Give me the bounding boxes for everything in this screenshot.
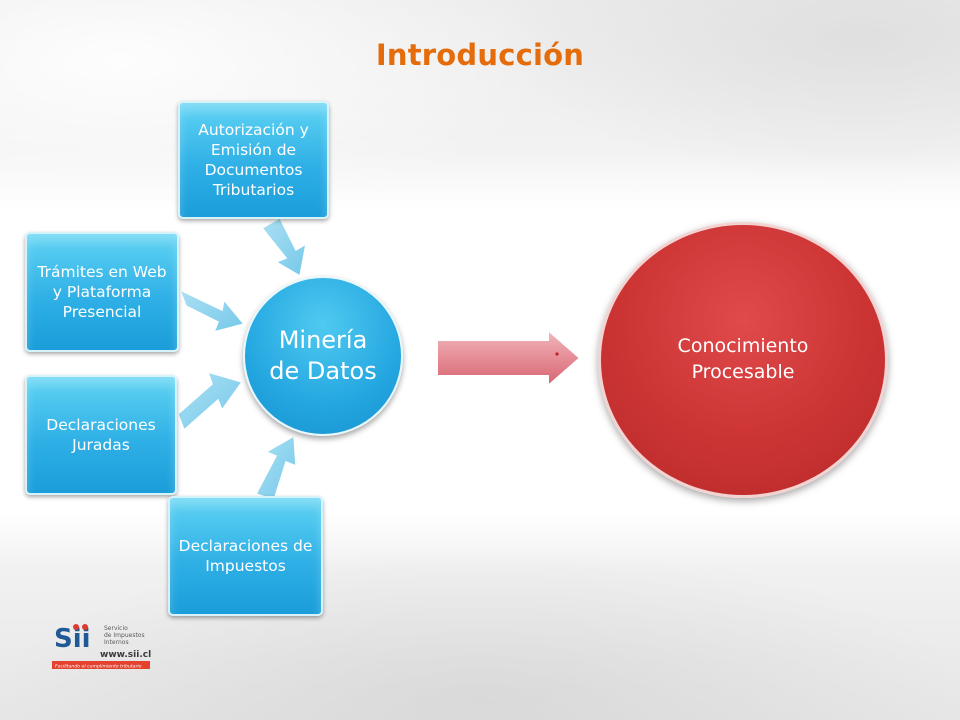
sii-logo: Sii Servicio de Impuestos Internos www.s… [52, 620, 152, 672]
input-box-declaraciones-impuestos: Declaraciones de Impuestos [168, 496, 323, 616]
output-circle-conocimiento: Conocimiento Procesable [598, 222, 888, 498]
input-box-tramites: Trámites en Web y Plataforma Presencial [25, 232, 179, 352]
arrow-to-output [436, 327, 582, 389]
arrow-tramites-to-center [178, 288, 246, 334]
center-label: Minería de Datos [269, 325, 377, 385]
logo-tagline: Facilitando el cumplimiento tributario [55, 664, 142, 670]
output-label: Conocimiento Procesable [677, 335, 809, 383]
org-name-line3: Internos [104, 639, 129, 646]
org-name-line1: Servicio [104, 625, 128, 632]
logo-url: www.sii.cl [100, 650, 151, 660]
input-box-declaraciones-juradas: Declaraciones Juradas [25, 375, 177, 495]
input-box-autorizacion: Autorización y Emisión de Documentos Tri… [178, 101, 329, 219]
slide-title: Introducción [375, 38, 585, 72]
arrow-djuradas-to-center [177, 370, 244, 432]
arrow-auth-to-center [260, 216, 308, 278]
org-name-line2: de Impuestos [104, 632, 145, 639]
center-circle-mineria: Minería de Datos [243, 276, 403, 436]
arrow-impuestos-to-center [254, 434, 297, 501]
